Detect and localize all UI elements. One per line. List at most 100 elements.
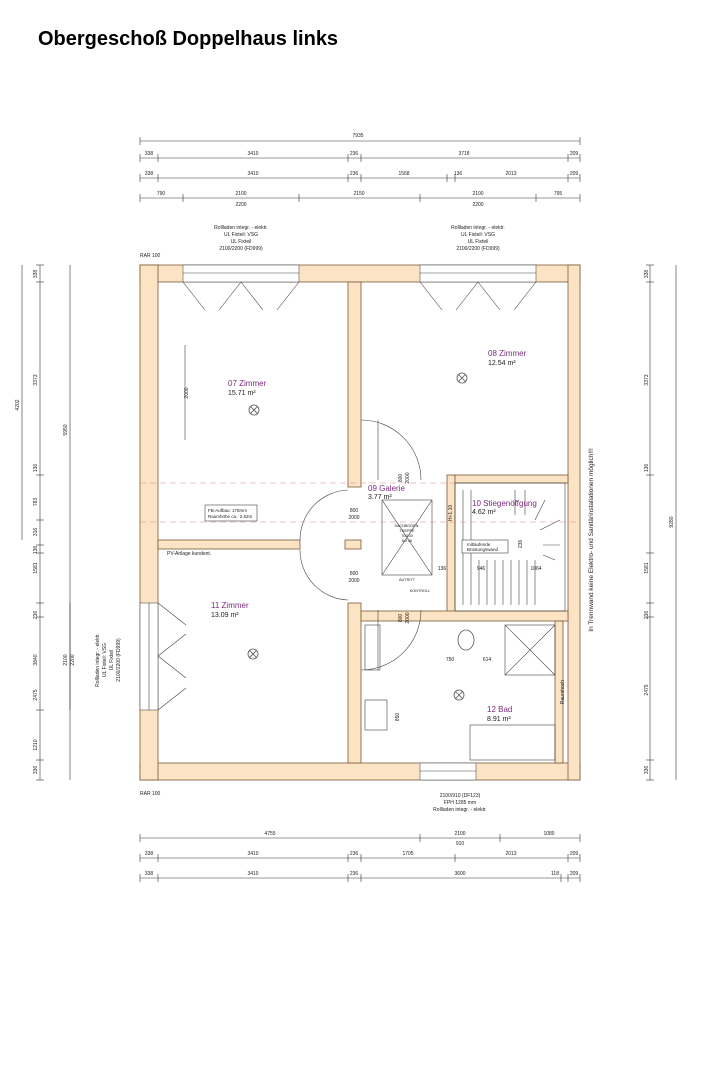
svg-text:FB-Aufbau: 175mm: FB-Aufbau: 175mm [208, 508, 247, 513]
svg-text:136: 136 [33, 546, 39, 555]
bath-fixtures [364, 624, 556, 761]
trennwand-note: In Trennwand keine Elektro- und Sanitäri… [588, 448, 595, 632]
dim-top-r2-4: 136 [454, 171, 463, 177]
svg-text:3373: 3373 [644, 374, 650, 385]
rar-bottom: RAR 100 [140, 791, 161, 797]
svg-text:2200: 2200 [70, 654, 76, 665]
svg-text:1210: 1210 [33, 739, 39, 750]
svg-text:236: 236 [518, 540, 524, 549]
svg-text:800: 800 [350, 571, 359, 577]
svg-text:Rollladen integr. - elektr.: Rollladen integr. - elektr. [433, 807, 487, 813]
svg-text:136: 136 [438, 566, 447, 572]
door-swings [299, 419, 422, 671]
svg-text:9280: 9280 [669, 516, 675, 527]
svg-text:08 Zimmer: 08 Zimmer [488, 349, 527, 358]
svg-text:11 Zimmer: 11 Zimmer [211, 601, 249, 610]
room-07: 07 Zimmer 15.71 m² [228, 379, 267, 397]
svg-text:4755: 4755 [264, 831, 275, 837]
svg-text:UL Fixteil: VSG: UL Fixteil: VSG [461, 232, 495, 238]
svg-text:136: 136 [33, 464, 39, 473]
svg-text:07 Zimmer: 07 Zimmer [228, 379, 267, 388]
dim-overall-top: 7935 [352, 133, 363, 139]
rar-top: RAR 100 [140, 253, 161, 259]
dim-top-r2-2: 236 [350, 171, 359, 177]
window-label-left: Rollladen integr. - elektr. UL Fixteil: … [95, 633, 122, 687]
dim-top-r3b-0: 2200 [235, 202, 246, 208]
room-12: 12 Bad 8.91 m² [487, 705, 512, 723]
svg-text:1080: 1080 [543, 831, 554, 837]
dim-top-r1-2: 236 [350, 151, 359, 157]
svg-text:5950: 5950 [63, 424, 69, 435]
svg-text:Brüstungswand: Brüstungswand [467, 547, 499, 552]
dim-top-r1-0: 338 [145, 151, 154, 157]
svg-text:338: 338 [644, 270, 650, 279]
svg-text:1581: 1581 [33, 562, 39, 573]
door-dims: 800 2000 800 2000 800 2000 800 2000 750 … [184, 345, 542, 721]
svg-text:AUTRITT: AUTRITT [399, 578, 416, 582]
svg-text:12.54 m²: 12.54 m² [488, 360, 516, 367]
svg-text:338: 338 [145, 871, 154, 877]
svg-text:2000: 2000 [348, 578, 359, 584]
svg-text:70/130: 70/130 [401, 534, 413, 538]
raumhoch-note: Raumhoch [560, 680, 566, 704]
left-dimension-lines: 338 3373 136 783 316 136 1581 236 3840 2… [15, 264, 76, 781]
svg-text:118: 118 [551, 871, 559, 877]
svg-text:UL Fixteil: VSG: UL Fixteil: VSG [102, 643, 108, 677]
staircase [381, 482, 566, 612]
svg-text:UL Fixteil: VSG: UL Fixteil: VSG [224, 232, 258, 238]
ceiling-lamps [247, 372, 468, 701]
room-11: 11 Zimmer 13.09 m² [211, 601, 249, 619]
stair-note: SACHBODEN- TREPPE 70/130 6/2 36 AUTRITT … [394, 524, 430, 593]
svg-text:Raumhöhe ca.: 2.52m: Raumhöhe ca.: 2.52m [208, 514, 253, 519]
pv-note: PV-Anlage kundent. [167, 551, 211, 557]
svg-text:1705: 1705 [402, 851, 413, 857]
svg-text:338: 338 [145, 851, 154, 857]
dim-top-r3-4: 795 [554, 191, 563, 197]
svg-text:910: 910 [456, 841, 465, 847]
window-label-bottom: 2100/910 (DF123) FPH 1285 mm Rollladen i… [433, 793, 487, 813]
dim-top-r1-3: 3718 [458, 151, 469, 157]
dim-top-r2-6: 209 [570, 171, 579, 177]
svg-text:236: 236 [350, 871, 359, 877]
svg-text:3373: 3373 [33, 374, 39, 385]
svg-text:209: 209 [570, 871, 579, 877]
svg-text:1064: 1064 [530, 566, 541, 572]
svg-text:3410: 3410 [247, 851, 258, 857]
brustung-note: mitlaufende Brüstungswand [461, 539, 509, 554]
svg-text:2013: 2013 [505, 851, 516, 857]
svg-text:2100/910 (DF123): 2100/910 (DF123) [440, 793, 481, 799]
room-09: 09 Galerie 3.77 m² [368, 484, 405, 501]
walls [139, 264, 581, 781]
svg-text:3840: 3840 [33, 654, 39, 665]
window-label-top-left: Rollladen integr. - elektr. UL Fixteil: … [214, 225, 268, 252]
dim-top-r3-2: 2150 [353, 191, 364, 197]
svg-text:136: 136 [644, 464, 650, 473]
windows [139, 264, 537, 781]
svg-text:13.09 m²: 13.09 m² [211, 612, 239, 619]
svg-text:3.77 m²: 3.77 m² [368, 494, 392, 501]
svg-text:Rollladen integr. - elektr.: Rollladen integr. - elektr. [451, 225, 505, 231]
svg-text:3600: 3600 [454, 871, 465, 877]
bottom-dimension-lines: 4755 2100 1080 910 338 3410 236 1705 201… [139, 831, 581, 882]
svg-text:15.71 m²: 15.71 m² [228, 390, 256, 397]
svg-text:2000: 2000 [184, 387, 190, 398]
dim-top-r2-5: 2013 [505, 171, 516, 177]
svg-text:2100: 2100 [63, 654, 69, 665]
room-10: 10 Stiegenöffgung 4.62 m² [472, 499, 537, 516]
svg-text:614: 614 [483, 657, 492, 663]
svg-text:8.91 m²: 8.91 m² [487, 716, 511, 723]
svg-text:236: 236 [33, 611, 39, 620]
dim-top-r1-1: 3410 [247, 151, 258, 157]
svg-text:2000: 2000 [405, 612, 411, 623]
svg-text:2100/2200 (FD999): 2100/2200 (FD999) [456, 246, 500, 252]
svg-text:2100: 2100 [454, 831, 465, 837]
svg-text:H+1.10: H+1.10 [448, 505, 454, 521]
svg-text:mitlaufende: mitlaufende [467, 542, 491, 547]
fb-note-box: FB-Aufbau: 175mm Raumhöhe ca.: 2.52m [204, 504, 258, 522]
svg-text:2475: 2475 [644, 684, 650, 695]
svg-text:1581: 1581 [644, 562, 650, 573]
svg-text:209: 209 [570, 851, 579, 857]
dim-top-r2-1: 3410 [247, 171, 258, 177]
dim-top-r3-3: 2100 [472, 191, 483, 197]
